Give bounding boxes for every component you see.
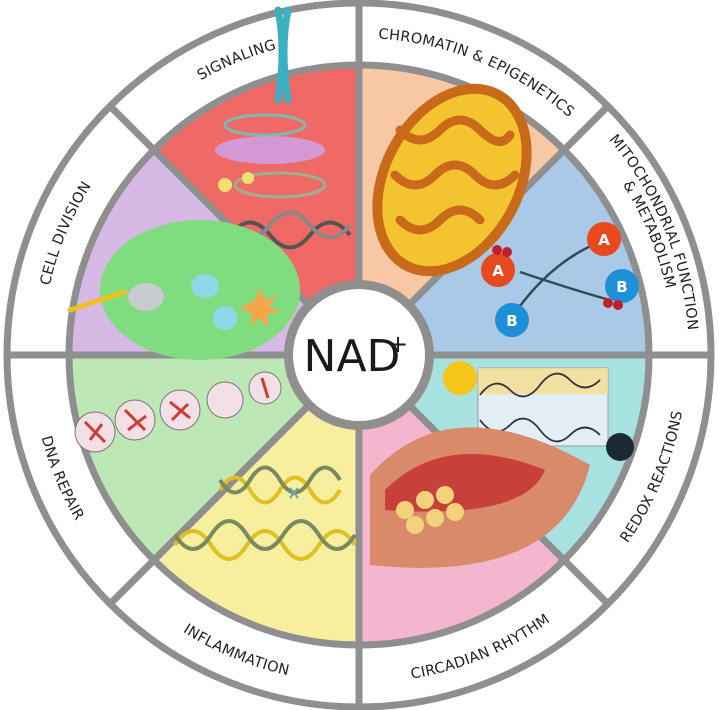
sector-inflammation [153, 404, 359, 645]
sun-icon [443, 361, 477, 395]
center-superscript: + [388, 330, 408, 358]
molecule-b-left [495, 303, 529, 337]
mitochondrion-illustration [372, 83, 532, 277]
molecule-a-right [587, 222, 621, 256]
sector-signaling [153, 65, 359, 306]
molecule-b-right-label: B [616, 278, 627, 296]
redox-illustration: A B A B [481, 222, 639, 337]
center-label: NAD [304, 331, 401, 382]
molecule-a-left-label: A [492, 262, 504, 280]
molecule-b-right [605, 269, 639, 303]
dna-repair-illustration [173, 465, 357, 561]
circadian-illustration [443, 361, 634, 461]
sector-divider [107, 402, 312, 607]
inflammation-illustration [370, 427, 590, 568]
molecule-a-left [481, 253, 515, 287]
molecule-b-left-label: B [506, 312, 517, 330]
sector-mitochondrial [408, 149, 649, 355]
moon-icon [606, 433, 634, 461]
signaling-illustration [67, 220, 300, 360]
center-hub: NAD + [284, 280, 434, 430]
chromatin-illustration [215, 6, 352, 250]
cell-division-illustration [74, 371, 282, 453]
molecule-a-right-label: A [598, 231, 610, 249]
